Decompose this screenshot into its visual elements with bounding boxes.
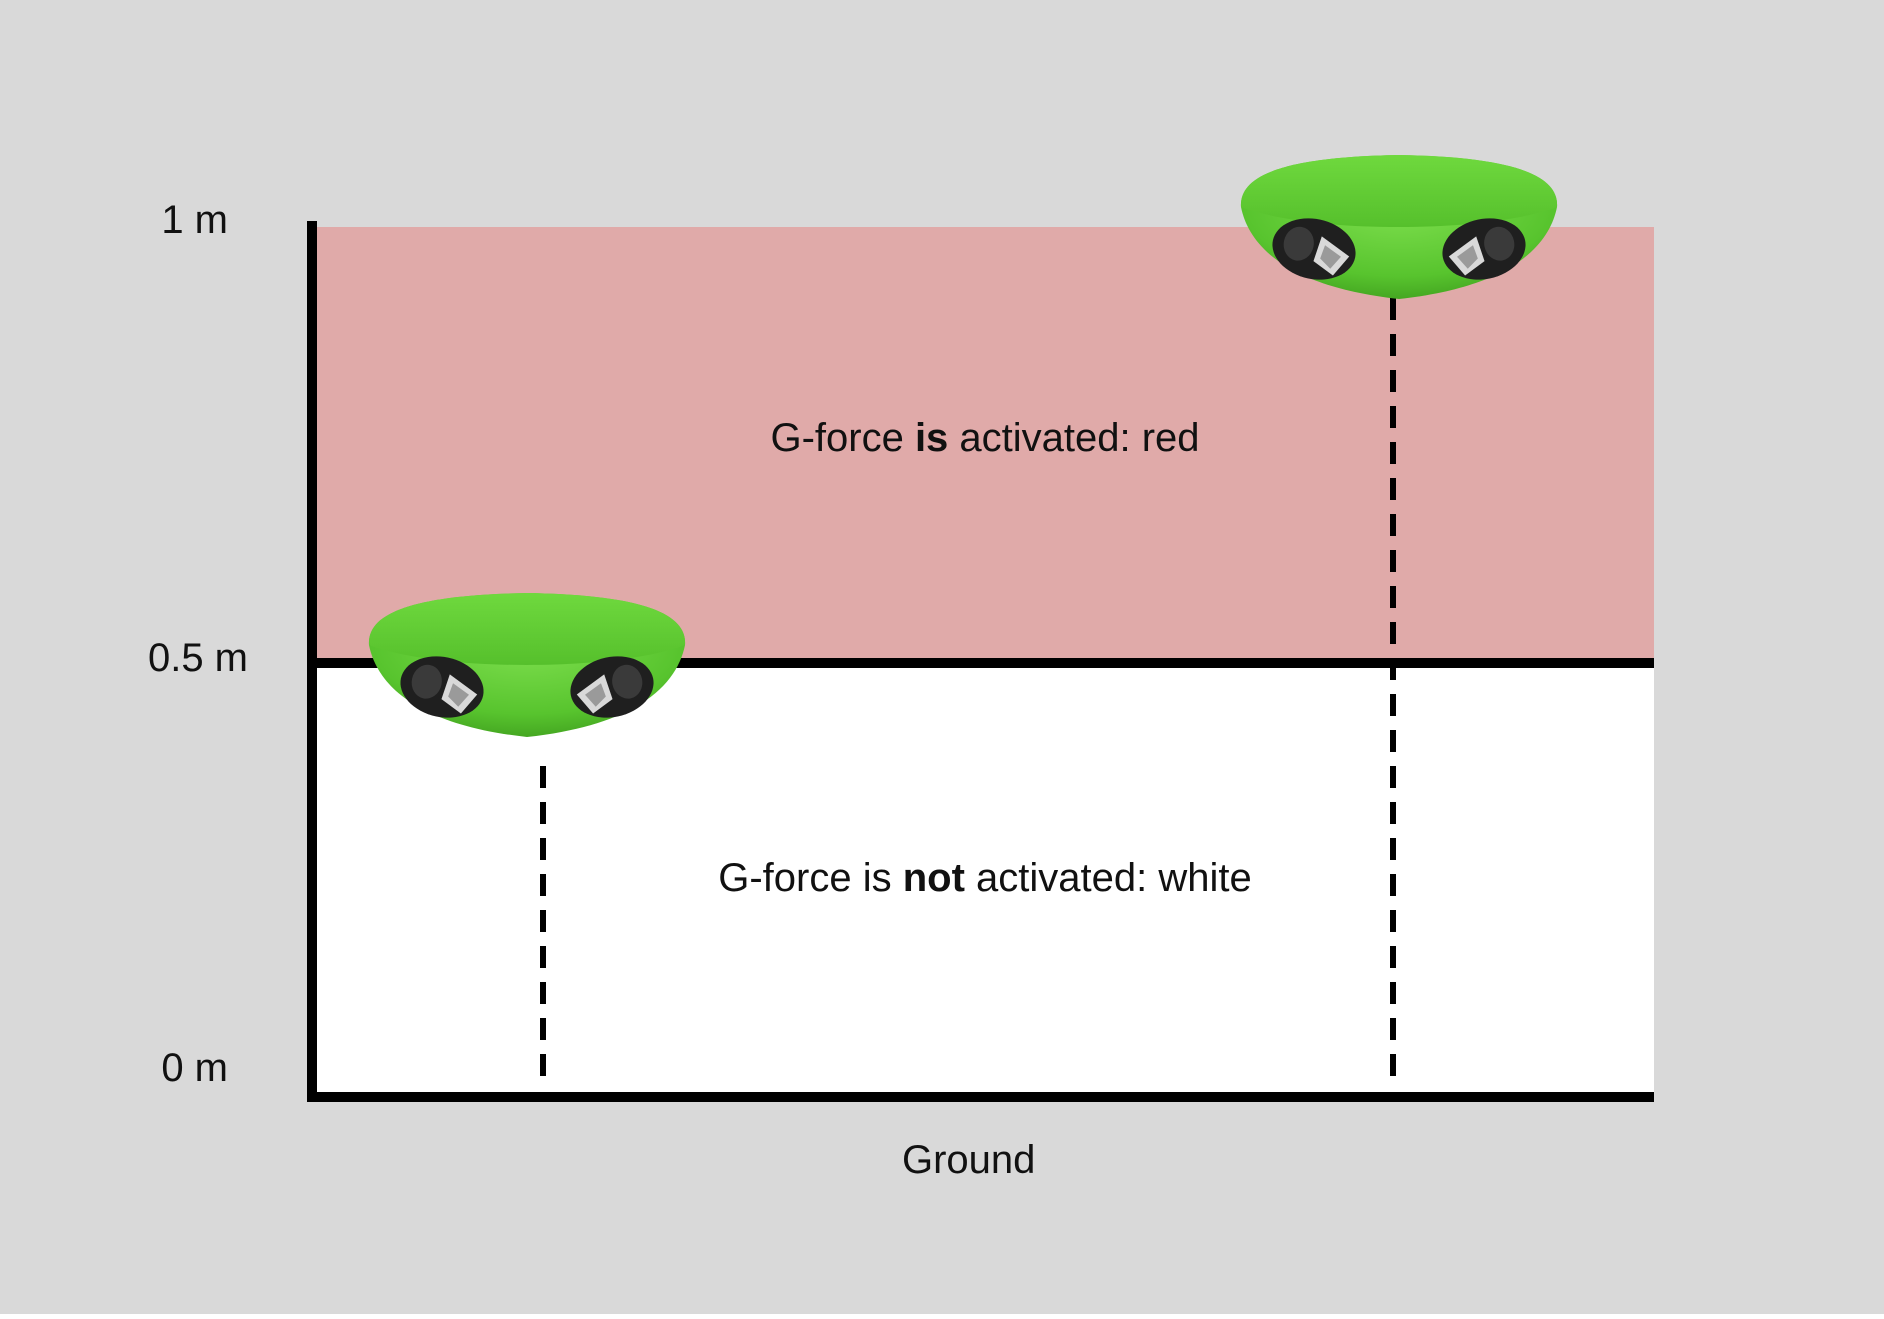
tick-label-0m: 0 m [161,1046,228,1090]
white-zone-label: G-force is not activated: white [316,854,1654,902]
red-zone [312,227,1654,662]
white-zone-label-start: G-force is [718,856,903,900]
red-zone-label-start: G-force [770,416,915,460]
red-zone-label-bold: is [914,416,949,460]
ground-label: Ground [902,1138,1036,1182]
tick-label-0-5m: 0.5 m [147,636,248,680]
red-zone-label-end: activated: red [948,416,1200,460]
tick-label-1m: 1 m [161,198,228,242]
white-zone-label-end: activated: white [964,856,1252,900]
white-zone-label-bold: not [902,856,965,900]
red-zone-label: G-force is activated: red [316,414,1654,462]
